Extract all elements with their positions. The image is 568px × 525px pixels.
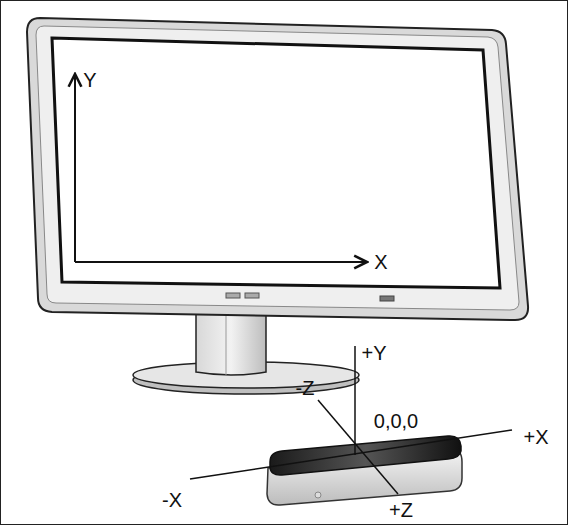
axis-label: Y (83, 70, 96, 90)
monitor-button (245, 293, 259, 298)
screen (52, 38, 500, 288)
x-axis-line (190, 430, 512, 479)
monitor-bezel (27, 18, 528, 320)
neck-edge (226, 313, 227, 375)
axis-label: X (374, 252, 387, 272)
stand-neck (196, 312, 266, 375)
device-led (315, 492, 321, 498)
axis-label: -X (162, 490, 182, 510)
axis-label: 0,0,0 (374, 411, 418, 431)
bezel-inner (36, 26, 519, 310)
screen-x-axis (75, 261, 367, 263)
power-button (380, 296, 394, 301)
axis-label: +X (523, 427, 548, 447)
axis-label: -Z (296, 378, 315, 398)
screen-y-axis (74, 74, 76, 262)
axis-label: +Z (389, 500, 413, 520)
monitor-button (226, 293, 240, 298)
y-axis-line (354, 346, 356, 455)
axis-label: +Y (361, 343, 386, 363)
